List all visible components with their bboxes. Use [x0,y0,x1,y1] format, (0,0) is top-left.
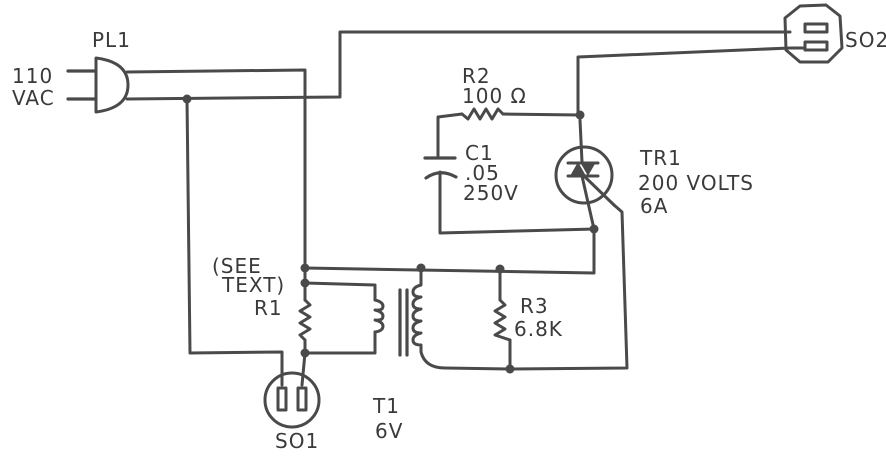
plug-pl1 [66,56,130,114]
pl1-voltage-line1: 110 [12,64,53,88]
wire-line-top [125,68,307,270]
outlet-so2 [783,3,844,64]
wire-t1-primary [303,281,377,355]
outlet-so1 [263,371,321,429]
t1-label: T1 [372,394,400,418]
triac-mt1-lead [580,174,596,231]
resistor-r2 [460,107,505,121]
outlet-so1-slot-left [276,386,288,412]
wire-c1-down [438,170,597,235]
tr1-current: 6A [640,194,668,218]
transformer-t1-primary-coil [373,298,385,334]
r2-value: 100 Ω [462,84,527,108]
triac-tr1 [554,118,616,231]
wire-line-bottom [125,30,792,101]
wire-to-so1 [185,97,284,387]
outlet-so2-body [783,3,844,64]
so2-label: SO2 [845,28,886,52]
r1-note-line1: (SEE [212,254,262,278]
r1-note-line2: TEXT) [221,273,285,297]
triac-mt2-lead [578,118,584,164]
outlet-so1-body [263,371,321,429]
pl1-voltage-line2: VAC [12,86,55,110]
resistor-r3 [493,298,512,342]
wire-tr1-mt1 [303,227,596,275]
transformer-t1-secondary-coil [411,266,447,370]
outlet-so1-slot-right [296,386,308,412]
plug-body [94,56,130,114]
junction-dot [416,263,426,273]
tr1-label: TR1 [639,146,682,170]
c1-rating: 250V [463,181,519,205]
resistor-r1 [298,298,312,342]
outlet-so2-slot-bottom [803,40,829,52]
c1-value: .05 [465,161,500,185]
wire-tr1-gate [509,203,629,371]
outlet-so2-slot-top [803,22,829,34]
triac-arrow-down [580,162,596,176]
so1-label: SO1 [275,429,319,453]
wire-r3-t1 [443,366,512,371]
r2-label: R2 [462,64,491,88]
c1-label: C1 [465,141,494,165]
triac-gate-lead [582,174,616,207]
pl1-label: PL1 [92,28,131,52]
triac-envelope [554,145,614,205]
r1-label: R1 [254,296,283,320]
triac-arrow-up [570,162,586,176]
r3-label: R3 [520,294,549,318]
r3-value: 6.8K [514,317,563,341]
t1-value: 6V [375,419,403,443]
wire-so2-bottom [576,46,807,117]
wire-r1-so1 [300,351,307,387]
wire-r2-left [436,112,464,160]
tr1-voltage: 200 VOLTS [638,171,754,195]
wire-r2-right [501,112,582,117]
